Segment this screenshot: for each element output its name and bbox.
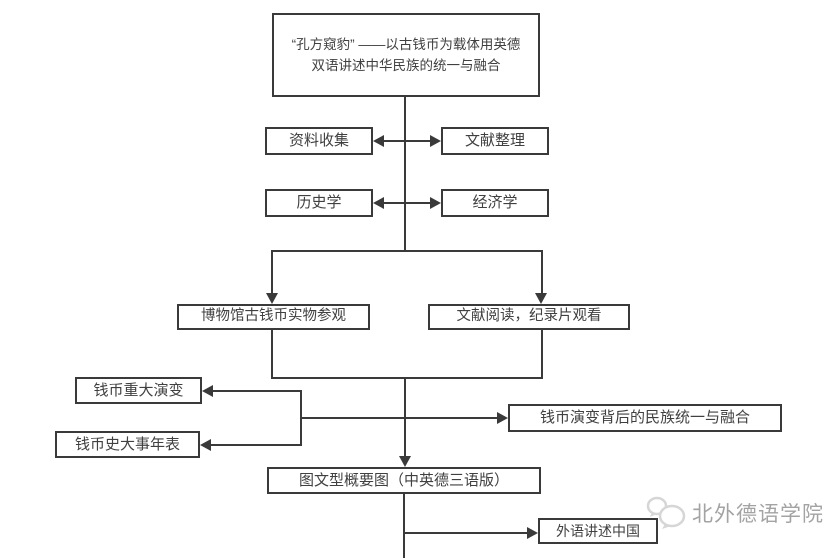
- arrowhead-left-coin-chronology: [200, 439, 211, 451]
- node-project-title: “孔方窥豹” ——以古钱币为载体用英德 双语讲述中华民族的统一与融合: [272, 13, 540, 97]
- arrowhead-left-history: [373, 197, 384, 209]
- connector-to-foreign-language: [404, 532, 528, 534]
- arrowhead-down-reading: [535, 293, 547, 304]
- connector-to-coin-chronology: [211, 444, 302, 446]
- watermark-label: 北外德语学院: [692, 503, 824, 526]
- node-coin-chronology: 钱币史大事年表: [55, 431, 200, 458]
- connector-museum-down: [271, 330, 273, 378]
- node-national-unity: 钱币演变背后的民族统一与融合: [508, 404, 782, 432]
- arrowhead-down-museum: [266, 293, 278, 304]
- connector-summary-down: [403, 494, 405, 558]
- connector-left-branch-vertical: [300, 390, 302, 446]
- connector-reading-down: [541, 330, 543, 378]
- connector-branch-right-drop: [541, 250, 543, 295]
- node-museum-visit: 博物馆古钱币实物参观: [177, 304, 370, 330]
- node-literature-sorting: 文献整理: [441, 127, 549, 155]
- arrowhead-right-national-unity: [497, 412, 508, 424]
- arrowhead-right-economics: [430, 197, 441, 209]
- watermark: 北外德语学院: [645, 496, 824, 530]
- connector-center-to-summary: [404, 377, 406, 456]
- arrowhead-down-summary: [399, 456, 411, 467]
- node-foreign-language-china: 外语讲述中国: [538, 518, 658, 544]
- title-line-1: “孔方窥豹” ——以古钱币为载体用英德: [291, 37, 521, 52]
- arrowhead-left-data-collection: [373, 135, 384, 147]
- arrowhead-left-coin-evolution: [202, 385, 213, 397]
- connector-to-coin-evolution: [213, 390, 302, 392]
- connector-merge-horizontal: [271, 377, 543, 379]
- connector-branch-horizontal: [271, 250, 543, 252]
- arrowhead-right-literature-sorting: [430, 135, 441, 147]
- connector-cross-horizontal: [301, 417, 497, 419]
- node-coin-evolution: 钱币重大演变: [75, 377, 202, 404]
- node-trilingual-summary: 图文型概要图（中英德三语版）: [267, 467, 541, 494]
- node-reading-documentary: 文献阅读，纪录片观看: [428, 304, 630, 330]
- node-economics: 经济学: [441, 189, 549, 217]
- arrowhead-right-foreign-language: [527, 527, 538, 539]
- connector-row2-double-arrow: [381, 140, 433, 142]
- title-line-2: 双语讲述中华民族的统一与融合: [311, 58, 501, 73]
- speech-bubbles-icon: [646, 496, 686, 529]
- node-data-collection: 资料收集: [265, 127, 373, 155]
- connector-branch-left-drop: [271, 250, 273, 295]
- node-history: 历史学: [265, 189, 373, 217]
- connector-title-to-branch: [404, 97, 406, 250]
- connector-row3-double-arrow: [381, 202, 433, 204]
